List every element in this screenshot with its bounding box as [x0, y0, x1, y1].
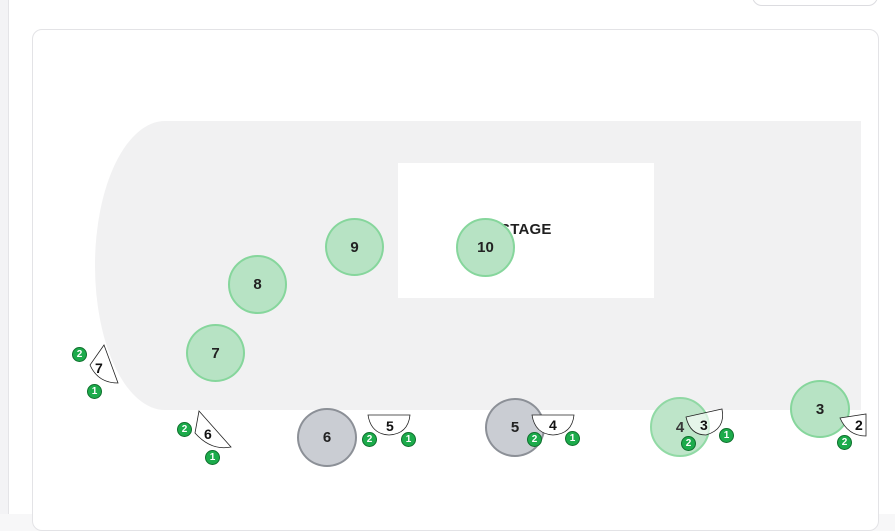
table-label: 4: [675, 418, 685, 436]
booth-7-seat-2[interactable]: 2: [72, 347, 87, 362]
table-5[interactable]: 5: [485, 398, 545, 457]
booth-3-seat-2[interactable]: 2: [681, 436, 696, 451]
booth-3[interactable]: [684, 408, 724, 449]
table-label: 8: [253, 276, 262, 293]
booth-7-seat-1[interactable]: 1: [87, 384, 102, 399]
booth-4-label: 4: [549, 417, 557, 433]
booth-3-shape: [685, 408, 724, 436]
table-label: 6: [322, 429, 332, 446]
booth-5-label: 5: [386, 418, 394, 434]
booth-6[interactable]: [193, 410, 233, 451]
booth-2-shape: [839, 413, 867, 437]
booth-6-shape: [194, 410, 232, 449]
booth-2[interactable]: [838, 413, 878, 454]
table-label: 9: [350, 238, 359, 256]
booth-7[interactable]: [86, 344, 126, 385]
table-label: 5: [510, 419, 520, 436]
booth-4-seat-1[interactable]: 1: [565, 431, 580, 446]
booth-5-seat-1[interactable]: 1: [401, 432, 416, 447]
booth-5-seat-2[interactable]: 2: [362, 432, 377, 447]
table-label: 7: [211, 344, 220, 362]
table-6[interactable]: 6: [297, 408, 357, 467]
booth-3-label: 3: [700, 417, 708, 433]
table-8[interactable]: 8: [228, 255, 287, 314]
booth-6-label: 6: [204, 426, 212, 442]
booth-2-seat-2[interactable]: 2: [837, 435, 852, 450]
booth-6-seat-1[interactable]: 1: [205, 450, 220, 465]
booth-7-label: 7: [95, 360, 103, 376]
booth-4-seat-2[interactable]: 2: [527, 432, 542, 447]
table-label: 10: [477, 239, 494, 256]
table-7[interactable]: 7: [186, 324, 245, 382]
booth-4-shape: [531, 414, 575, 436]
booth-5-shape: [367, 414, 411, 436]
booth-7-shape: [89, 344, 119, 384]
table-9[interactable]: 9: [325, 218, 384, 276]
booth-6-seat-2[interactable]: 2: [177, 422, 192, 437]
booth-2-label: 2: [855, 417, 863, 433]
stage: [398, 163, 654, 298]
page-left-strip: [0, 0, 9, 514]
table-label: 3: [815, 400, 825, 418]
booth-4[interactable]: [531, 414, 575, 454]
floor-plan: STAGE 10 9 8 7 6 5 4 3 7 2 1 6 2 1 5 2 1…: [72, 121, 878, 467]
stage-label: STAGE: [500, 221, 552, 238]
booth-3-seat-1[interactable]: 1: [719, 428, 734, 443]
booth-5[interactable]: [367, 414, 411, 454]
table-10[interactable]: 10: [456, 218, 515, 277]
table-3[interactable]: 3: [790, 380, 850, 438]
